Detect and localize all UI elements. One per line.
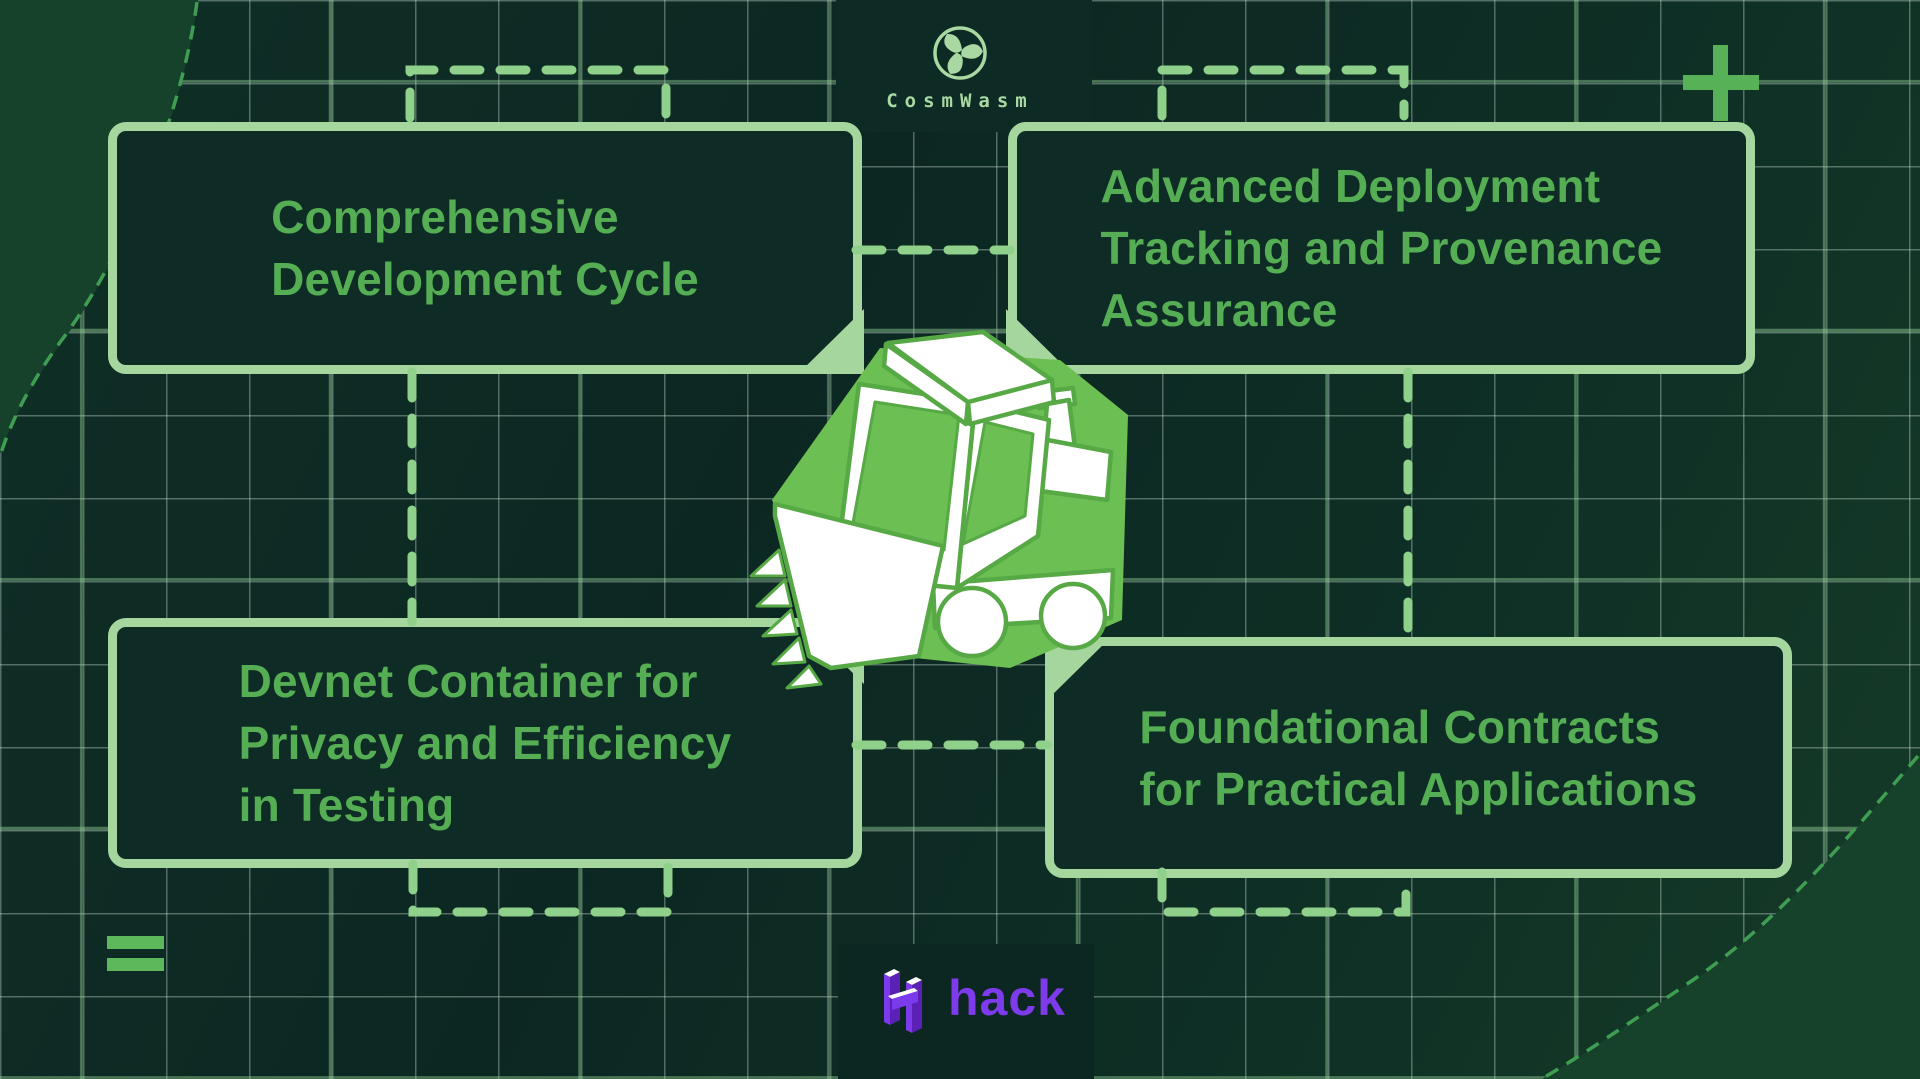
equals-icon — [107, 936, 164, 971]
card-top-right: Advanced Deployment Tracking and Provena… — [1008, 122, 1755, 374]
cosmwasm-logo: CosmWasm — [810, 24, 1110, 112]
card-top-left: Comprehensive Development Cycle — [108, 122, 862, 374]
logo-backdrop-top — [836, 0, 1092, 132]
logo-backdrop-bottom — [838, 944, 1094, 1079]
hack-h-icon — [884, 969, 922, 1033]
card-bottom-right: Foundational Contracts for Practical App… — [1045, 637, 1792, 878]
card-title-top-right: Advanced Deployment Tracking and Provena… — [1100, 160, 1663, 336]
card-bottom-left: Devnet Container for Privacy and Efficie… — [108, 618, 862, 868]
cosmwasm-trefoil-icon — [933, 26, 987, 80]
card-title-bottom-left: Devnet Container for Privacy and Efficie… — [238, 655, 732, 831]
card-title-top-left: Comprehensive Development Cycle — [271, 191, 699, 305]
cosmwasm-wordmark: CosmWasm — [886, 90, 1034, 112]
hack-logo: hack — [874, 958, 1066, 1038]
hack-wordmark: hack — [948, 970, 1066, 1026]
plus-icon — [1683, 45, 1759, 121]
corner-blob-top-left — [0, 0, 199, 454]
card-title-bottom-right: Foundational Contracts for Practical App… — [1139, 700, 1698, 815]
bulldozer-icon — [749, 329, 1128, 690]
corner-blob-bottom-right — [1542, 754, 1920, 1079]
